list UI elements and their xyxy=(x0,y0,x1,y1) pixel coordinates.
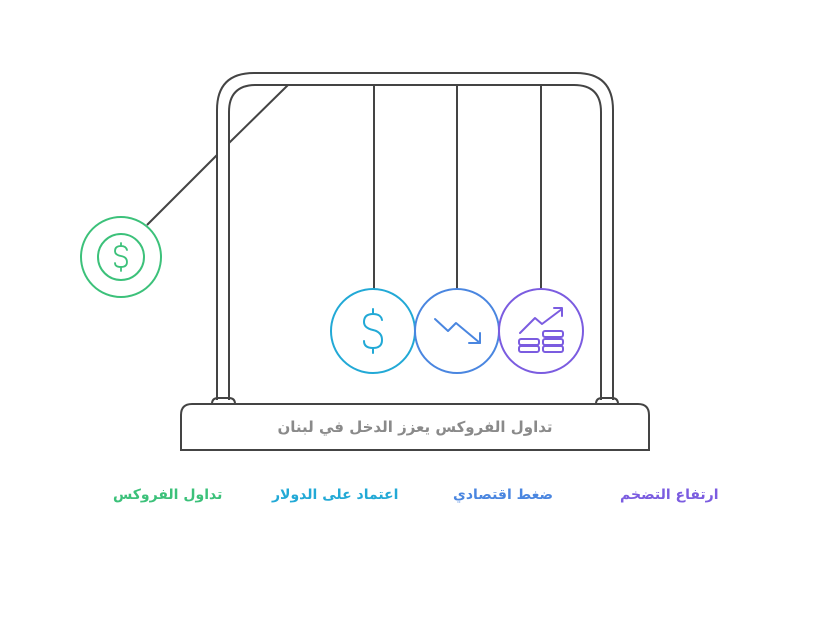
cradle-base xyxy=(180,403,650,451)
strings xyxy=(146,84,542,289)
legend-dollar-dependence: اعتماد على الدولار xyxy=(272,487,399,503)
legend-economic-pressure: ضغط اقتصادي xyxy=(453,487,554,503)
ball-dollar-dependence xyxy=(330,288,416,374)
ball-forex-trading xyxy=(80,216,162,298)
dollar-icon xyxy=(114,242,128,272)
legend-forex-trading: تداول الفروكس xyxy=(113,487,223,503)
cradle-frame xyxy=(211,72,619,405)
ball-inflation xyxy=(498,288,584,374)
coins-rising-icon xyxy=(518,307,564,353)
trending-down-icon xyxy=(434,318,481,344)
ball-economic-pressure xyxy=(414,288,500,374)
diagram-title: تداول الفروكس يعزز الدخل في لبنان xyxy=(277,418,553,436)
dollar-icon xyxy=(362,308,384,354)
legend-inflation: ارتفاع التضخم xyxy=(620,487,719,503)
